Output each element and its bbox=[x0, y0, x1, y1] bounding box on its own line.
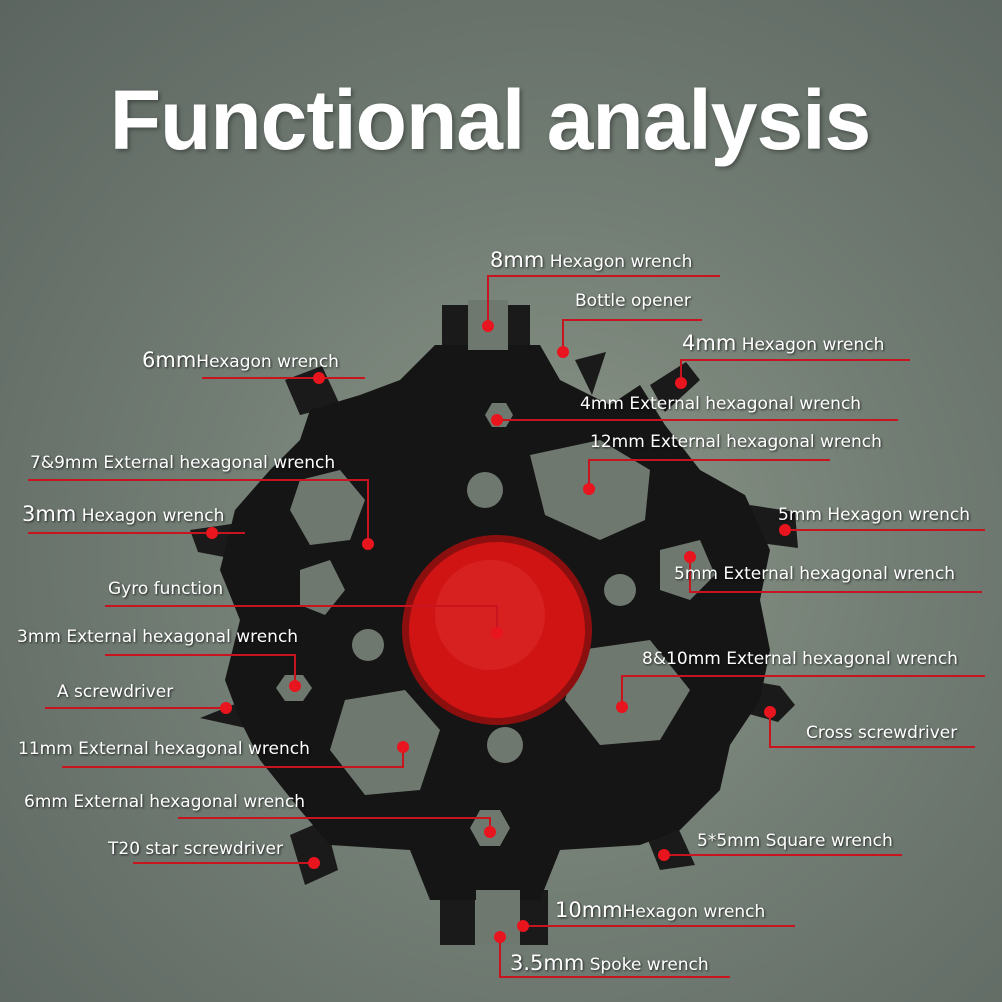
callout-bottle-opener: Bottle opener bbox=[575, 291, 691, 311]
multitool-body bbox=[190, 300, 798, 945]
callout-hex-8mm: 8mm Hexagon wrench bbox=[490, 248, 693, 273]
callout-ext-hex-4mm: 4mm External hexagonal wrench bbox=[580, 394, 862, 414]
callout-ext-hex-12mm: 12mm External hexagonal wrench bbox=[590, 432, 882, 452]
callout-markers bbox=[206, 320, 791, 943]
callout-hex-5mm: 5mm Hexagon wrench bbox=[778, 505, 971, 525]
callout-ext-hex-6mm: 6mm External hexagonal wrench bbox=[24, 792, 306, 812]
callout-ext-hex-8-10mm: 8&10mm External hexagonal wrench bbox=[642, 649, 958, 669]
callout-ext-hex-3mm: 3mm External hexagonal wrench bbox=[17, 627, 299, 647]
callout-spoke-3-5mm: 3.5mm Spoke wrench bbox=[510, 951, 709, 976]
page-title: Functional analysis bbox=[109, 73, 872, 167]
callout-cross-screwdriver: Cross screwdriver bbox=[806, 723, 958, 743]
callout-screwdriver: A screwdriver bbox=[57, 682, 174, 702]
callout-hex-3mm: 3mm Hexagon wrench bbox=[22, 502, 225, 527]
callout-ext-hex-5mm: 5mm External hexagonal wrench bbox=[674, 564, 956, 584]
callout-t20: T20 star screwdriver bbox=[108, 839, 283, 859]
leader-lines bbox=[28, 275, 985, 978]
callout-hex-4mm: 4mm Hexagon wrench bbox=[682, 331, 885, 356]
callout-hex-10mm: 10mmHexagon wrench bbox=[555, 898, 766, 923]
callout-ext-hex-7-9mm: 7&9mm External hexagonal wrench bbox=[30, 453, 336, 473]
callout-square-5x5: 5*5mm Square wrench bbox=[697, 831, 893, 851]
callout-gyro: Gyro function bbox=[108, 579, 224, 599]
callout-hex-6mm: 6mmHexagon wrench bbox=[142, 348, 339, 373]
callout-ext-hex-11mm: 11mm External hexagonal wrench bbox=[18, 739, 310, 759]
